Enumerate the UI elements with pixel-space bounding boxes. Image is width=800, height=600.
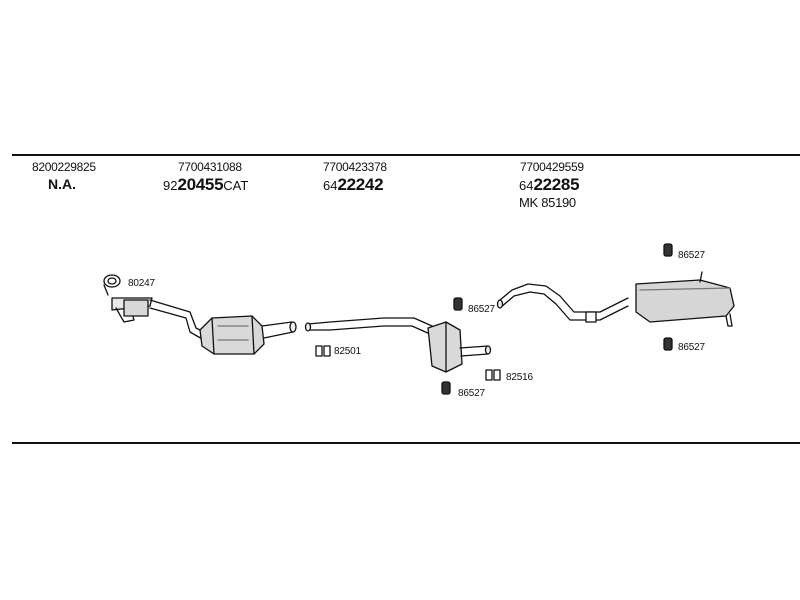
part-code-3: 6422242 (323, 175, 384, 195)
part-ref-3: 7700423378 (323, 160, 387, 174)
part-code-4-main: 22285 (533, 175, 580, 194)
front-pipe (111, 297, 205, 341)
middle-pipe (304, 317, 433, 335)
top-rule (12, 154, 800, 156)
callout-mount-rear-bottom: 86527 (678, 342, 705, 353)
part-code-2-suffix: CAT (223, 178, 249, 193)
gasket-icon (103, 274, 121, 296)
bottom-rule (12, 442, 800, 444)
clamp-icon (315, 345, 501, 381)
part-ref-1: 8200229825 (32, 160, 96, 174)
callout-mount-rear-top: 86527 (678, 250, 705, 261)
rubber-mount-icon (441, 243, 673, 395)
rear-silencer (635, 271, 735, 327)
part-code-3-main: 22242 (337, 175, 384, 194)
part-ref-4: 7700429559 (520, 160, 584, 174)
callout-clamp-mid: 82516 (506, 372, 533, 383)
part-code-3-prefix: 64 (323, 178, 338, 193)
callout-mount-mid-bottom: 86527 (458, 388, 485, 399)
callout-mount-mid-top: 86527 (468, 304, 495, 315)
part-code-2-main: 20455 (177, 175, 224, 194)
middle-silencer (427, 321, 492, 373)
rear-pipe (496, 283, 629, 323)
catalytic-converter (199, 315, 297, 355)
part-code-1: N.A. (48, 176, 76, 192)
callout-gasket: 80247 (128, 278, 155, 289)
part-code-2-prefix: 92 (163, 178, 178, 193)
callout-clamp-front: 82501 (334, 346, 361, 357)
part-ref-2: 7700431088 (178, 160, 242, 174)
part-code-4: 6422285 (519, 175, 580, 195)
part-extra-4: MK 85190 (519, 195, 576, 210)
part-code-4-prefix: 64 (519, 178, 534, 193)
part-code-2: 9220455CAT (163, 175, 248, 195)
